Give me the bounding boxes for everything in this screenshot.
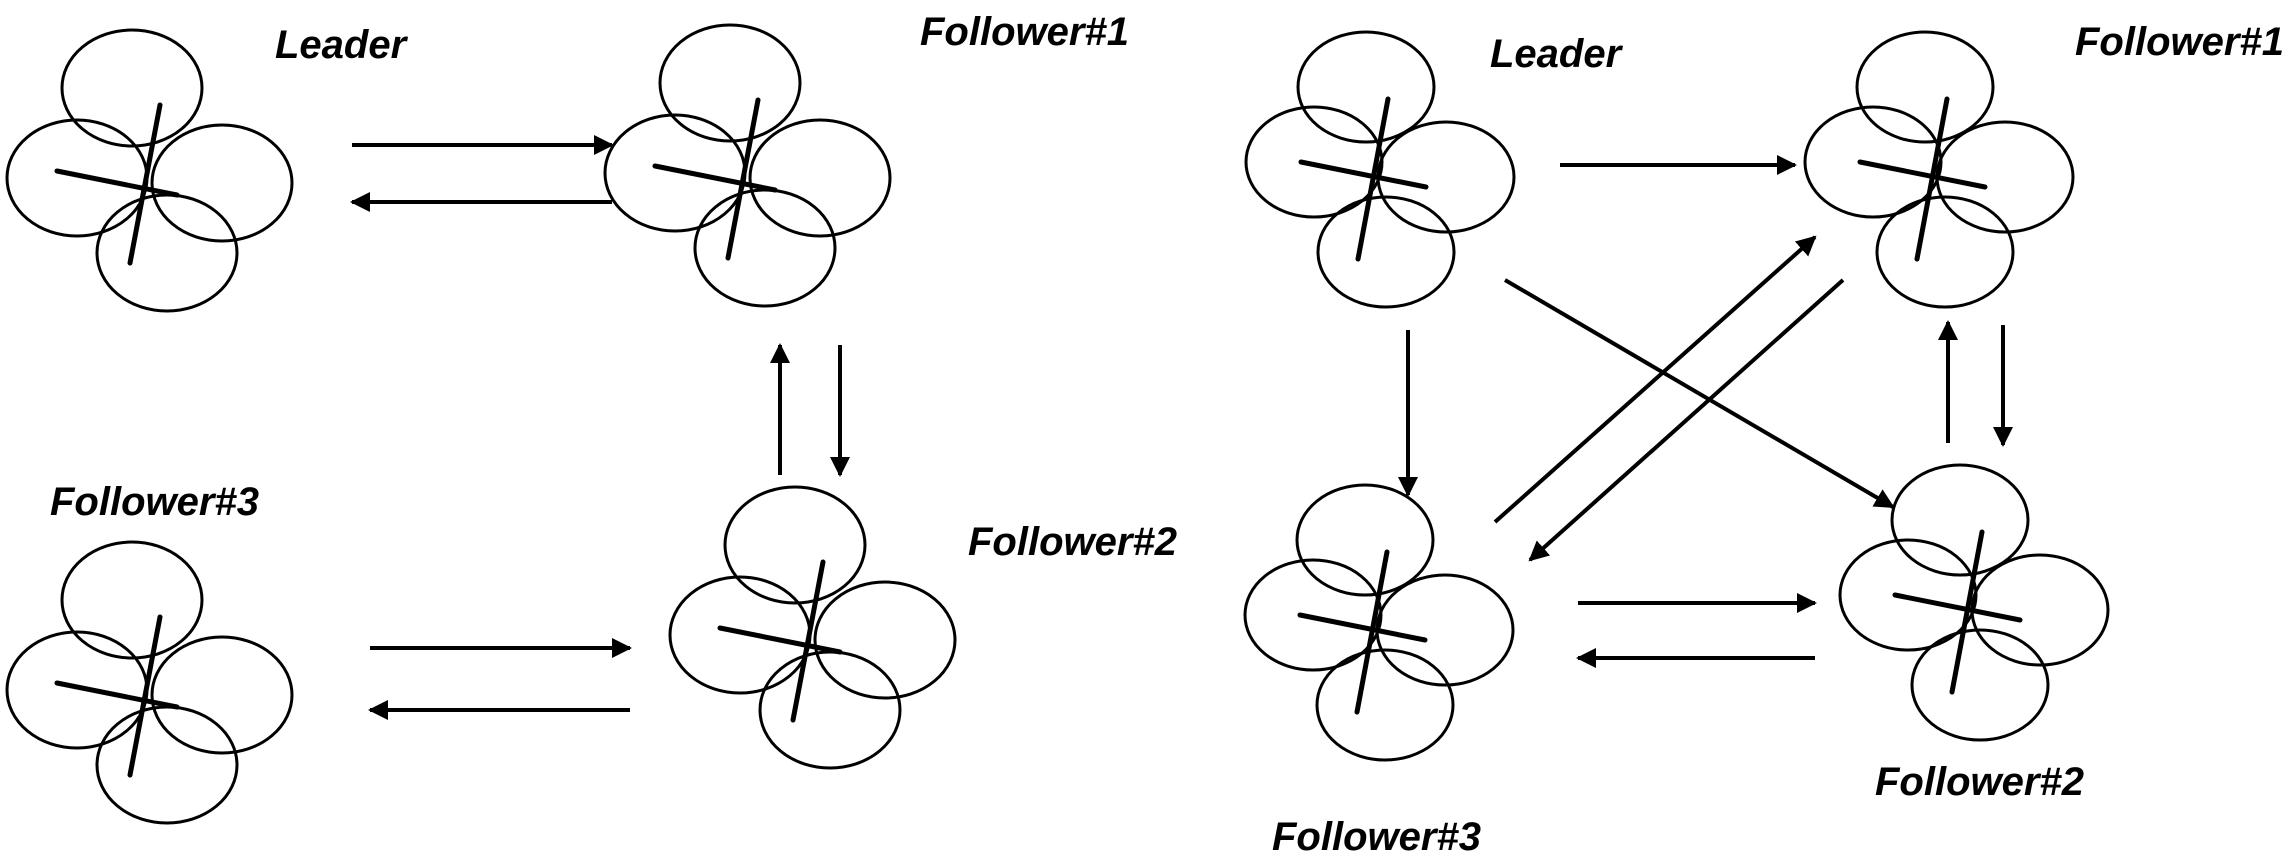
rotor-ring xyxy=(1970,553,2110,667)
right-follower1-label: Follower#1 xyxy=(2075,20,2284,64)
drone-arm xyxy=(1355,96,1391,262)
rotor-ring xyxy=(668,575,812,695)
left-leader-label: Leader xyxy=(275,23,409,67)
left-follower2-label: Follower#2 xyxy=(968,520,1177,564)
drone-arm xyxy=(652,163,778,193)
right-follower3-label: Follower#3 xyxy=(1272,815,1481,859)
drone-arm xyxy=(1298,159,1429,190)
rotor-ring xyxy=(1295,483,1435,597)
drone-arm xyxy=(54,168,180,198)
rotor-ring xyxy=(1296,30,1436,144)
drone-arm xyxy=(1949,529,1985,695)
right-edge-leader-to-follower2 xyxy=(1503,278,1895,509)
left-follower2-quadcopter-icon xyxy=(668,485,957,770)
left-follower3-quadcopter-icon xyxy=(5,540,294,825)
rotor-ring xyxy=(1244,105,1384,219)
right-panel: Leader Follower#1 Follower#2 Follower#3 xyxy=(1243,20,2284,859)
rotor-ring xyxy=(1375,573,1515,687)
right-edge-follower1-to-follower3 xyxy=(1528,278,1845,562)
rotor-ring xyxy=(723,485,867,605)
drone-arm xyxy=(717,625,843,655)
rotor-ring xyxy=(5,118,149,238)
rotor-ring xyxy=(95,193,239,313)
rotor-ring xyxy=(758,650,902,770)
right-follower2-quadcopter-icon xyxy=(1838,463,2110,742)
rotor-ring xyxy=(5,630,149,750)
rotor-ring xyxy=(1855,30,1995,144)
right-follower3-quadcopter-icon xyxy=(1243,483,1515,762)
drone-arm xyxy=(1857,159,1988,190)
rotor-ring xyxy=(1376,120,1516,234)
left-follower3-label: Follower#3 xyxy=(50,480,259,524)
left-follower1-quadcopter-icon xyxy=(603,23,892,308)
right-leader-label: Leader xyxy=(1490,32,1624,76)
drone-arm xyxy=(790,559,826,723)
rotor-ring xyxy=(813,580,957,700)
rotor-ring xyxy=(150,123,294,243)
rotor-ring xyxy=(150,635,294,755)
left-follower1-label: Follower#1 xyxy=(920,10,1129,54)
left-leader-quadcopter-icon xyxy=(5,28,294,313)
drone-arm xyxy=(54,680,180,710)
right-edge-follower3-to-follower1 xyxy=(1493,235,1817,524)
right-follower2-label: Follower#2 xyxy=(1875,760,2084,804)
rotor-ring xyxy=(693,188,837,308)
drone-arm xyxy=(725,97,761,261)
rotor-ring xyxy=(1316,195,1456,309)
rotor-ring xyxy=(1838,538,1978,652)
rotor-ring xyxy=(60,540,204,660)
rotor-ring xyxy=(603,113,747,233)
rotor-ring xyxy=(95,705,239,825)
right-leader-quadcopter-icon xyxy=(1244,30,1516,309)
rotor-ring xyxy=(748,118,892,238)
drone-arm xyxy=(127,102,163,266)
rotor-ring xyxy=(658,23,802,143)
right-follower1-quadcopter-icon xyxy=(1803,30,2075,309)
drone-arm xyxy=(1297,612,1428,643)
rotor-ring xyxy=(1803,105,1943,219)
rotor-ring xyxy=(1890,463,2030,577)
drone-arm xyxy=(1354,549,1390,715)
rotor-ring xyxy=(1315,648,1455,762)
rotor-ring xyxy=(1935,120,2075,234)
rotor-ring xyxy=(1910,628,2050,742)
rotor-ring xyxy=(60,28,204,148)
rotor-ring xyxy=(1875,195,2015,309)
drone-arm xyxy=(127,614,163,778)
drone-arm xyxy=(1914,96,1950,262)
rotor-ring xyxy=(1243,558,1383,672)
left-panel: Leader Follower#1 Follower#2 Follower#3 xyxy=(5,10,1177,825)
drone-arm xyxy=(1892,592,2023,623)
